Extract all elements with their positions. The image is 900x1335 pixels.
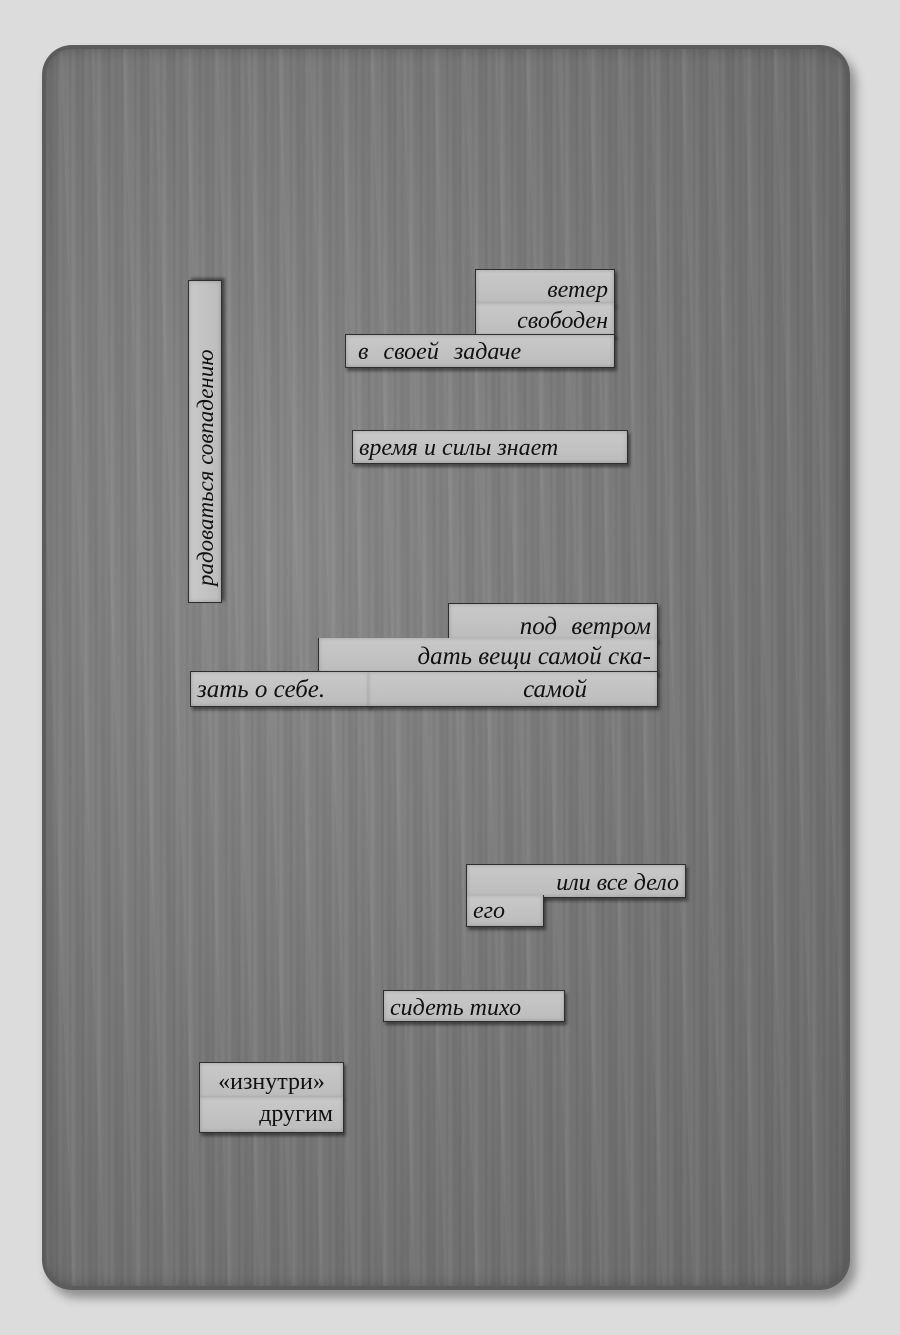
strip-samoi: самой [368,671,658,707]
strip-pod-vetrom: под ветром [448,603,658,641]
strip-svoboden: свободен [475,303,615,337]
strip-ili-vse-delo: или все дело [466,864,686,898]
strip-ego: его [466,895,544,927]
strip-vertical-radovatsya: радоваться совпадению [188,280,222,603]
strip-drugim: другим [199,1097,344,1133]
strip-veter: ветер [475,269,615,305]
strip-v-svoei-zadache: в своей задаче [345,334,615,368]
strip-sidet-tikho: сидеть тихо [383,990,565,1022]
strip-zat-o-sebe: зать о себе. [190,671,370,707]
strip-dat-veshchi: дать вещи самой ска- [318,638,658,674]
strip-iznutri: «изнутри» [199,1062,344,1098]
strip-vremya-i-sily: время и силы знает [352,430,628,464]
